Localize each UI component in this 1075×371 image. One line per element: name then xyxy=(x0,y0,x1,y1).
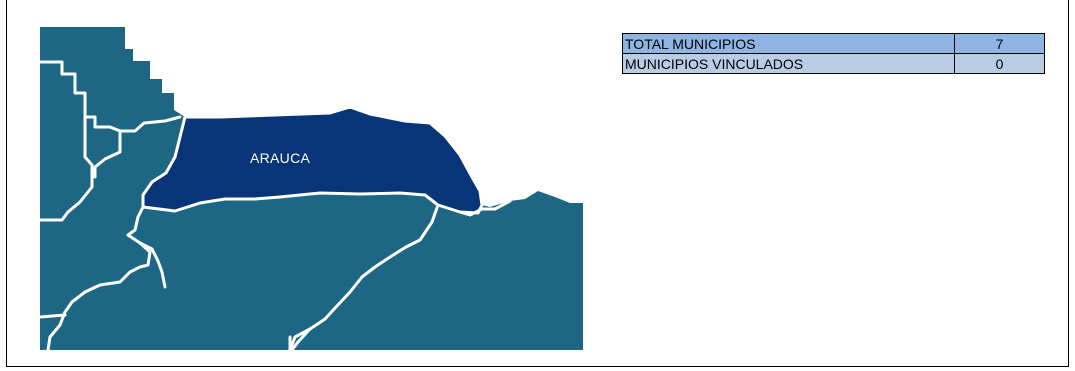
border-line xyxy=(40,113,94,222)
map-borders xyxy=(40,60,512,350)
border-line xyxy=(93,129,122,179)
map-region-arauca[interactable] xyxy=(141,105,484,215)
border-line xyxy=(290,327,312,350)
border-line xyxy=(138,241,167,289)
page-frame xyxy=(6,0,1069,367)
map-label-arauca: ARAUCA xyxy=(250,150,311,166)
border-line xyxy=(40,60,182,133)
municipios-vinculados-value: 0 xyxy=(954,53,1045,74)
municipios-vinculados-label: MUNICIPIOS VINCULADOS xyxy=(622,53,955,74)
border-line xyxy=(40,313,67,319)
total-municipios-value: 7 xyxy=(954,33,1045,54)
border-line xyxy=(458,199,512,217)
total-municipios-label: TOTAL MUNICIPIOS xyxy=(622,33,955,54)
summary-table: TOTAL MUNICIPIOS 7 MUNICIPIOS VINCULADOS… xyxy=(622,33,1045,74)
map-svg xyxy=(40,27,583,350)
map: ARAUCA xyxy=(40,27,583,350)
table-row: TOTAL MUNICIPIOS 7 xyxy=(622,33,1045,54)
table-row: MUNICIPIOS VINCULADOS 0 xyxy=(622,53,1045,74)
